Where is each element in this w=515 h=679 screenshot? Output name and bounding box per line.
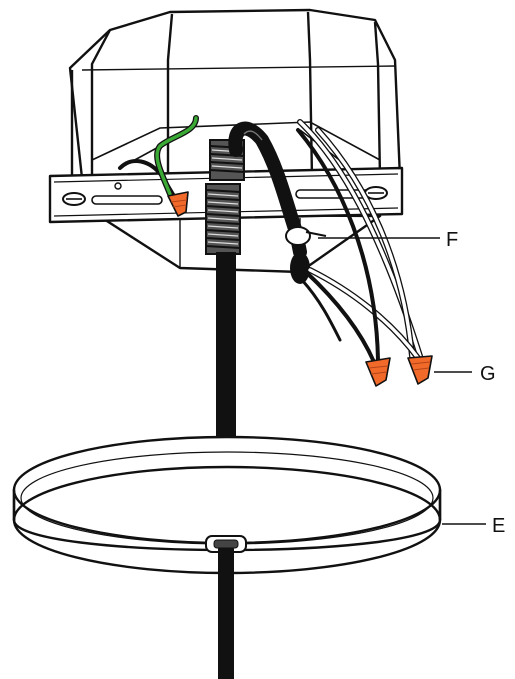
- callout-label-g: G: [480, 363, 496, 385]
- callout-label-e: E: [492, 515, 505, 537]
- bracket-screw-left: [62, 192, 86, 206]
- ground-wire-green: [154, 115, 199, 197]
- callout-label-f: F: [446, 229, 458, 251]
- power-cord-loop: [228, 121, 307, 259]
- black-fixture-wires: [296, 128, 380, 364]
- white-wires: [297, 119, 423, 361]
- bracket-small-screw: [114, 182, 122, 190]
- callout-leaders: [318, 237, 486, 525]
- strain-relief-clip: [285, 226, 327, 284]
- threaded-nipple-lower: [205, 183, 241, 255]
- downrod-upper: [216, 252, 236, 442]
- downrod-lower: [218, 548, 234, 679]
- wire-nut-left: [167, 191, 189, 217]
- wire-nut-right: [407, 355, 433, 385]
- wire-nut-middle: [365, 357, 391, 387]
